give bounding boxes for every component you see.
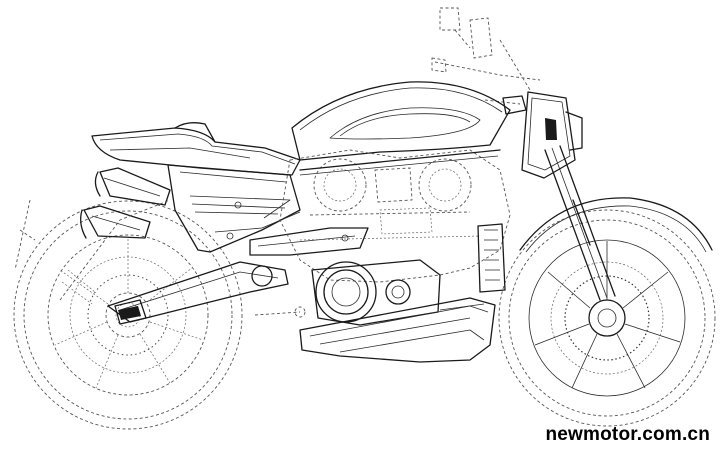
handlebar: [431, 7, 541, 105]
fuel-tank: [291, 81, 511, 161]
front-fork: [544, 145, 616, 301]
swingarm: [107, 261, 289, 325]
engine: [279, 149, 511, 283]
lower-side-cover: [249, 227, 369, 256]
belly-pan: [299, 297, 496, 363]
headlight: [502, 91, 583, 179]
side-panel: [167, 164, 301, 253]
frame-stripe: [299, 149, 501, 176]
front-wheel: [498, 197, 716, 427]
seat: [91, 122, 301, 176]
watermark-text: newmotor.com.cn: [545, 424, 710, 445]
footpeg: [254, 306, 306, 318]
radiator: [477, 223, 506, 293]
rear-frame: [14, 199, 171, 305]
exhaust: [80, 167, 171, 239]
